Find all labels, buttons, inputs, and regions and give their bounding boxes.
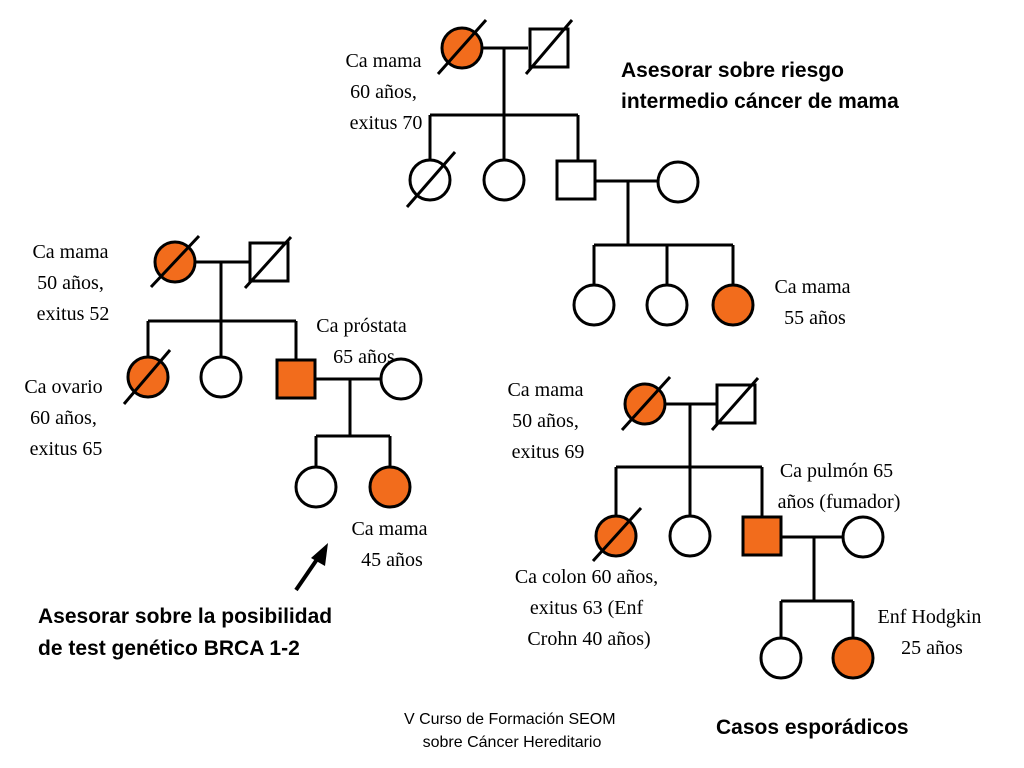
mother-symbol <box>841 515 885 559</box>
pedigree-left: Ca mama 50 años, exitus 52 Ca ovario 60 … <box>24 234 432 660</box>
child-symbol <box>759 636 803 680</box>
arrow-head-icon <box>311 543 328 566</box>
father-symbol <box>555 159 597 201</box>
advice-text: Asesorar sobre la posibilidad de test ge… <box>38 605 338 660</box>
child-label: Enf Hodgkin 25 años <box>878 606 987 659</box>
advice-text: Asesorar sobre riesgo intermedio cáncer … <box>621 59 899 113</box>
grandmother-label: Ca mama 60 años, exitus 70 <box>345 50 426 134</box>
pedigree-top: Ca mama 60 años, exitus 70 Ca mama 55 añ… <box>345 19 899 329</box>
grandmother-label: Ca mama 50 años, exitus 52 <box>32 241 113 325</box>
daughter-symbol <box>572 283 616 327</box>
father-label: Ca pulmón 65 años (fumador) <box>778 460 901 513</box>
grandmother-label: Ca mama 50 años, exitus 69 <box>507 379 588 463</box>
father-affected-symbol <box>741 515 783 557</box>
aunt-symbol <box>482 158 526 202</box>
proband-label: Ca mama 45 años <box>351 518 432 571</box>
sibling-symbol <box>294 465 338 509</box>
aunt-label: Ca ovario 60 años, exitus 65 <box>24 376 107 460</box>
father-label: Ca próstata 65 años <box>316 315 412 368</box>
mother-symbol <box>656 160 700 204</box>
footer-text: V Curso de Formación SEOM sobre Cáncer H… <box>404 711 620 751</box>
father-affected-symbol <box>275 358 317 400</box>
affected-label: Ca mama 55 años <box>774 276 855 329</box>
aunt-symbol <box>199 355 243 399</box>
pedigree-right: Ca mama 50 años, exitus 69 Ca pulmón 65 … <box>507 375 987 739</box>
caption-text: Casos esporádicos <box>716 716 909 739</box>
daughter-symbol <box>645 283 689 327</box>
aunt-symbol <box>668 514 712 558</box>
child-affected-symbol <box>831 636 875 680</box>
aunt-label: Ca colon 60 años, exitus 63 (Enf Crohn 4… <box>515 566 663 650</box>
proband-affected-symbol <box>711 283 755 327</box>
mother-symbol <box>379 357 423 401</box>
proband-affected-symbol <box>368 465 412 509</box>
